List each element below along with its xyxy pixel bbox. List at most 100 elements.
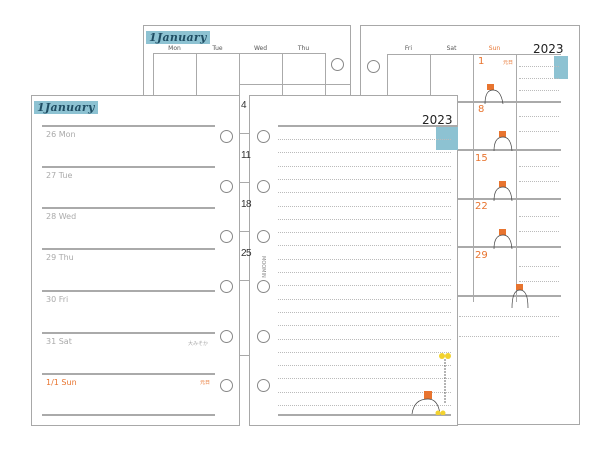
binder-hole [257,330,270,343]
character-illustration-icon [493,131,513,152]
grid-line [430,54,431,99]
brand-label: MOOMIN [260,256,266,278]
dotted-line [278,232,451,234]
grid-line [361,246,561,248]
dotted-line [519,216,559,217]
day-header: Sat [446,45,457,52]
dotted-line [278,365,451,367]
dotted-line [278,405,451,406]
day-label: 29 Thu [46,253,74,262]
dotted-line [519,90,559,91]
binder-hole [367,60,380,73]
dotted-line [278,391,451,393]
sunday-date: 1 [478,56,485,67]
binder-hole [220,180,233,193]
dotted-line [278,311,451,313]
day-note: 大みそか [188,341,209,347]
dotted-line [278,285,451,287]
grid-line [361,149,561,151]
sunday-date: 8 [478,104,485,115]
character-illustration-icon [411,353,451,415]
day-label: 27 Tue [46,171,73,180]
day-divider [42,207,215,209]
grid-line [387,54,388,99]
dotted-line [519,231,559,232]
day-header: Sun [488,45,501,52]
character-illustration-icon [493,229,513,250]
date: 11 [241,150,251,161]
binder-hole [331,58,344,71]
dotted-line [519,116,559,117]
date: 4 [241,100,247,111]
dotted-line [519,181,559,182]
day-label: 31 Sat [46,337,72,346]
weekly-sheet: 1January 26 Mon 27 Tue 28 Wed 29 Thu 30 … [31,95,240,426]
grid-line [387,54,561,55]
dotted-line [459,316,559,317]
dotted-line [278,258,451,260]
binder-hole [220,130,233,143]
binder-hole [220,330,233,343]
notes-sheet: 2023 MOOMIN [249,95,458,426]
binder-hole [257,379,270,392]
dotted-line [278,218,451,220]
day-divider [42,414,215,416]
year-label: 2023 [533,42,564,56]
dotted-line [278,325,451,327]
grid-line [361,198,561,200]
binder-hole [220,379,233,392]
dotted-line [519,281,559,282]
holiday-label: 元日 [503,60,514,66]
dotted-line [278,205,451,207]
date: 25 [241,248,252,259]
month-label: 1January [146,31,210,44]
binder-hole [257,280,270,293]
binder-hole [257,130,270,143]
dotted-line [278,139,451,140]
grid-line [516,54,517,302]
binder-hole [220,280,233,293]
dotted-line [278,192,451,194]
day-note: 元日 [200,380,211,386]
dotted-line [459,336,559,337]
year-label: 2023 [422,113,453,127]
dotted-line [519,166,559,167]
grid-line [361,295,561,297]
binder-hole [257,230,270,243]
day-header: Tue [212,45,223,52]
day-label: 28 Wed [46,212,77,221]
dotted-line [278,165,451,167]
grid-line [361,101,561,103]
month-label: 1January [34,101,98,114]
dotted-line [278,338,451,340]
dotted-line [278,298,451,300]
corner-tab [436,127,458,150]
character-illustration-icon [511,284,529,308]
character-illustration-icon [493,181,513,202]
dotted-line [278,351,451,353]
day-label: 26 Mon [46,130,76,139]
binder-hole [220,230,233,243]
day-divider [42,290,215,292]
day-label: 30 Fri [46,295,69,304]
day-header: Fri [404,45,413,52]
day-divider [42,166,215,168]
bottom-line [278,414,451,416]
dotted-line [278,245,451,247]
sunday-date: 15 [475,153,488,164]
grid-line [473,54,474,302]
dotted-line [278,178,451,180]
dotted-line [278,272,451,273]
day-header: Wed [253,45,268,52]
day-divider [42,248,215,250]
dotted-line [519,266,559,267]
dotted-line [519,66,559,67]
dotted-line [519,78,559,79]
grid-line [239,84,351,85]
header-line [278,125,458,127]
date: 18 [241,199,252,210]
character-illustration-icon [484,84,504,104]
sunday-date: 29 [475,250,488,261]
dotted-line [278,152,451,154]
day-divider [42,125,215,127]
